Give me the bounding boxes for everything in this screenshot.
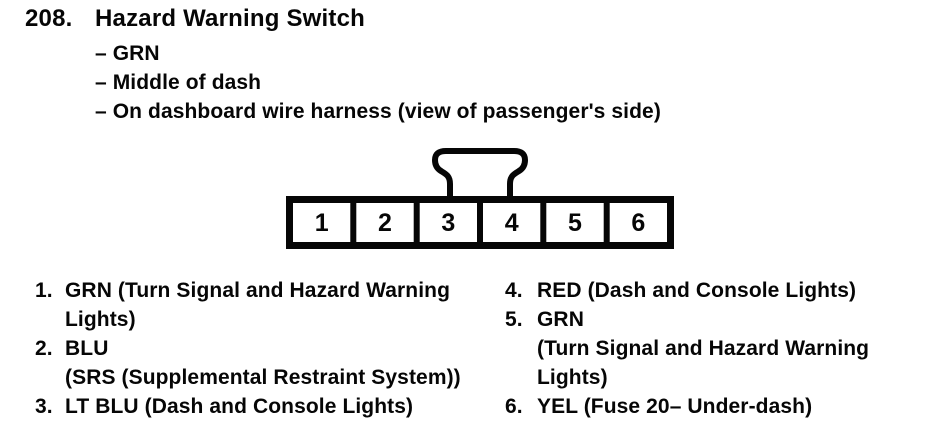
pin-legend-item: 4. RED (Dash and Console Lights) xyxy=(505,276,925,305)
pin-description-line: BLU xyxy=(65,337,109,360)
pin-number: 2. xyxy=(35,337,53,360)
pin-cell-label: 4 xyxy=(505,209,519,237)
bullet-item: – On dashboard wire harness (view of pas… xyxy=(95,100,661,123)
pin-cell-dividers xyxy=(350,197,610,248)
pin-legend-item: 3. LT BLU (Dash and Console Lights) xyxy=(35,392,495,421)
pin-description-line: GRN xyxy=(537,308,584,331)
pin-cell-label: 1 xyxy=(315,209,329,237)
pin-description-line: YEL (Fuse 20– Under-dash) xyxy=(537,395,813,418)
pin-number: 6. xyxy=(505,395,523,418)
pin-number: 1. xyxy=(35,279,53,302)
connector-latch-tab xyxy=(431,148,529,201)
pin-description-line: LT BLU (Dash and Console Lights) xyxy=(65,395,414,418)
location-bullet-list: – GRN – Middle of dash – On dashboard wi… xyxy=(95,39,661,126)
pin-legend-item: 5. GRN (Turn Signal and Hazard Warning L… xyxy=(505,305,925,392)
section-number: 208. xyxy=(25,5,73,32)
pin-number: 5. xyxy=(505,308,523,331)
bullet-item: – GRN xyxy=(95,42,160,65)
pin-cell-label: 6 xyxy=(631,209,645,237)
pin-cell-label: 3 xyxy=(441,209,455,237)
connector-diagram: 1 2 3 4 5 6 xyxy=(286,148,674,249)
figure-title-row: 208. Hazard Warning Switch xyxy=(25,5,365,33)
pin-cell-labels: 1 2 3 4 5 6 xyxy=(315,209,646,237)
pin-description-line: GRN (Turn Signal and Hazard Warning xyxy=(65,279,451,302)
bullet-item: – Middle of dash xyxy=(95,71,262,94)
pin-description-line: Lights) xyxy=(65,308,136,331)
pin-legend-item: 2. BLU (SRS (Supplemental Restraint Syst… xyxy=(35,334,495,392)
pin-legend-item: 1. GRN (Turn Signal and Hazard Warning L… xyxy=(35,276,495,334)
pin-legend-item: 6. YEL (Fuse 20– Under-dash) xyxy=(505,392,925,421)
page-title: Hazard Warning Switch xyxy=(95,5,366,32)
pin-number: 4. xyxy=(505,279,523,302)
pin-cell-label: 2 xyxy=(378,209,392,237)
pin-legend-left: 1. GRN (Turn Signal and Hazard Warning L… xyxy=(35,276,495,421)
pin-legend-right: 4. RED (Dash and Console Lights) 5. GRN … xyxy=(505,276,925,421)
pin-description-line: (SRS (Supplemental Restraint System)) xyxy=(65,366,461,389)
pin-number: 3. xyxy=(35,395,53,418)
pin-description-line: Lights) xyxy=(537,366,608,389)
pin-description-line: (Turn Signal and Hazard Warning xyxy=(537,337,870,360)
pin-cell-label: 5 xyxy=(568,209,582,237)
pin-description-line: RED (Dash and Console Lights) xyxy=(537,279,857,302)
